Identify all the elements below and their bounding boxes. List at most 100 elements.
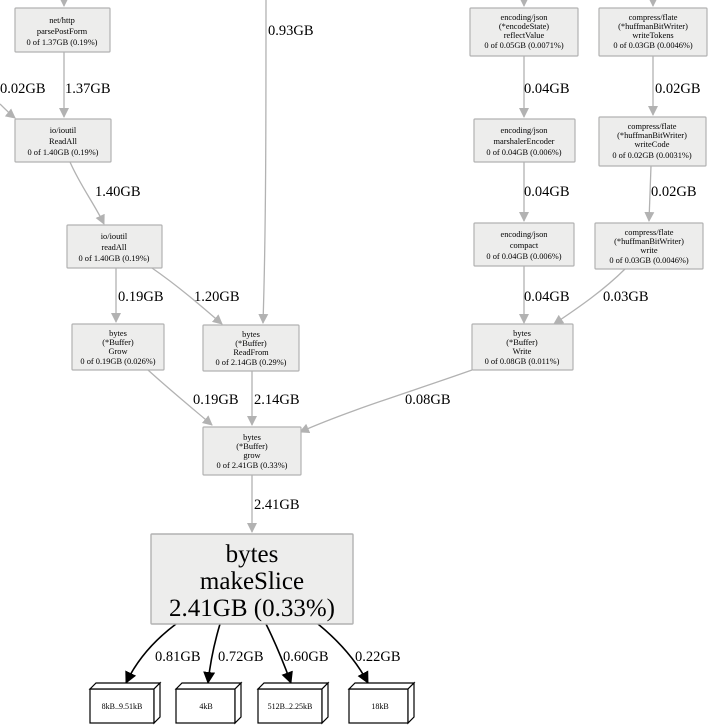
edge-makeslice-to-leaf-4 [317, 623, 369, 684]
node-ioutil-readall-upper-line-2: ReadAll [49, 137, 78, 146]
edge-label-readall-readfrom: 1.20GB [194, 289, 240, 305]
node-reflectvalue[interactable]: encoding/json (*encodeState) reflectValu… [469, 7, 579, 57]
edges [0, 0, 658, 684]
node-buffer-write[interactable]: bytes (*Buffer) Write 0 of 0.08GB (0.011… [471, 323, 574, 371]
node-writecode[interactable]: compress/flate (*huffmanBitWriter) write… [598, 116, 707, 167]
node-ioutil-readall-lower-line-2: readAll [101, 243, 127, 252]
node-ioutil-readall-upper[interactable]: io/ioutil ReadAll 0 of 1.40GB (0.19%) [14, 118, 112, 163]
edge-label-left-in: 0.02GB [0, 81, 46, 97]
node-json-compact[interactable]: encoding/json compact 0 of 0.04GB (0.006… [473, 222, 575, 267]
edge-label-code-write: 0.02GB [651, 184, 697, 200]
node-buffer-grow-lower-line-3: grow [243, 451, 261, 460]
edge-makeslice-to-leaf-1 [125, 623, 177, 684]
edge-label-make-leaf-1: 0.81GB [155, 649, 201, 665]
edge-writecode-to-flatewrite [644, 165, 655, 222]
node-writecode-line-1: compress/flate [628, 122, 677, 131]
node-flate-write[interactable]: compress/flate (*huffmanBitWriter) write… [594, 222, 704, 270]
edge-label-readfrom-grow: 2.14GB [254, 392, 300, 408]
edge-label-reflect-marshaler: 0.04GB [524, 81, 570, 97]
leaf-1[interactable]: 8kB..9.51kB [88, 681, 162, 725]
edge-flatewrite-to-buffer-write [553, 268, 626, 325]
node-writecode-line-4: 0 of 0.02GB (0.0031%) [612, 151, 692, 160]
edge-readall-to-buffer-readfrom [151, 267, 223, 325]
node-writetokens-line-4: 0 of 0.03GB (0.0046%) [613, 41, 693, 50]
edge-top-to-buffer-readfrom [258, 0, 269, 324]
edge-label-grow-makeslice: 2.41GB [254, 497, 300, 513]
leaf-1-label: 8kB..9.51kB [102, 702, 143, 711]
node-writecode-line-2: (*huffmanBitWriter) [617, 131, 687, 140]
edge-label-tokens-code: 0.02GB [655, 81, 701, 97]
edge-label-grow-grow: 0.19GB [193, 392, 239, 408]
node-makeslice-line-2: makeSlice [200, 568, 304, 595]
node-reflectvalue-line-2: (*encodeState) [499, 22, 549, 31]
node-marshalerencoder[interactable]: encoding/json marshalerEncoder 0 of 0.04… [473, 118, 576, 163]
node-ioutil-readall-upper-line-3: 0 of 1.40GB (0.19%) [28, 148, 99, 157]
node-buffer-readfrom-line-4: 0 of 2.14GB (0.29%) [216, 358, 287, 367]
node-buffer-write-line-1: bytes [513, 329, 531, 338]
node-buffer-grow-upper-line-3: Grow [108, 347, 128, 356]
node-buffer-grow-lower-line-1: bytes [243, 433, 261, 442]
node-flate-write-line-4: 0 of 0.03GB (0.0046%) [609, 256, 689, 265]
node-buffer-grow-upper-line-1: bytes [109, 329, 127, 338]
node-buffer-write-line-3: Write [513, 347, 532, 356]
size-leaves: 8kB..9.51kB 4kB 512B..2.25kB 18kB [88, 681, 416, 725]
edge-makeslice-to-leaf-2 [203, 623, 221, 684]
node-buffer-readfrom-line-1: bytes [242, 330, 260, 339]
node-flate-write-line-2: (*huffmanBitWriter) [614, 237, 684, 246]
node-marshalerencoder-line-3: 0 of 0.04GB (0.006%) [486, 148, 561, 157]
node-parsepostform[interactable]: net/http parsePostForm 0 of 1.37GB (0.19… [14, 7, 111, 53]
node-ioutil-readall-lower[interactable]: io/ioutil readAll 0 of 1.40GB (0.19%) [66, 224, 163, 269]
node-flate-write-line-3: write [640, 246, 657, 255]
node-buffer-grow-upper[interactable]: bytes (*Buffer) Grow 0 of 0.19GB (0.026%… [71, 323, 165, 371]
node-ioutil-readall-upper-line-1: io/ioutil [50, 126, 77, 135]
node-reflectvalue-line-4: 0 of 0.05GB (0.0071%) [484, 41, 564, 50]
node-buffer-grow-lower-line-2: (*Buffer) [236, 442, 268, 451]
node-writetokens[interactable]: compress/flate (*huffmanBitWriter) write… [598, 7, 708, 57]
edge-label-compact-write: 0.04GB [524, 289, 570, 305]
edge-label-readall-grow: 0.19GB [118, 289, 164, 305]
edge-buffer-write-to-grow [299, 369, 473, 433]
leaf-2[interactable]: 4kB [174, 681, 243, 725]
node-writetokens-line-2: (*huffmanBitWriter) [618, 22, 688, 31]
node-reflectvalue-line-3: reflectValue [504, 31, 545, 40]
node-parsepostform-line-2: parsePostForm [37, 27, 88, 36]
node-makeslice-line-3: 2.41GB (0.33%) [169, 595, 335, 622]
edge-label-flatewrite-write: 0.03GB [603, 289, 649, 305]
edge-label-readall-readall: 1.40GB [95, 184, 141, 200]
node-writecode-line-3: writeCode [635, 140, 670, 149]
edge-buffer-grow-to-grow [147, 369, 213, 426]
node-reflectvalue-line-1: encoding/json [501, 13, 549, 22]
node-makeslice[interactable]: bytes makeSlice 2.41GB (0.33%) [150, 533, 354, 625]
node-buffer-readfrom[interactable]: bytes (*Buffer) ReadFrom 0 of 2.14GB (0.… [202, 324, 300, 372]
node-ioutil-readall-lower-line-1: io/ioutil [101, 232, 128, 241]
edge-labels: 0.02GB 1.37GB 0.93GB 1.40GB 0.19GB 1.20G… [0, 23, 701, 665]
leaf-3-label: 512B..2.25kB [268, 702, 313, 711]
node-buffer-write-line-4: 0 of 0.08GB (0.011%) [485, 357, 560, 366]
edge-label-make-leaf-2: 0.72GB [218, 649, 264, 665]
edge-label-parse-readall: 1.37GB [65, 81, 111, 97]
edge-label-make-leaf-3: 0.60GB [283, 649, 329, 665]
leaf-3[interactable]: 512B..2.25kB [256, 681, 330, 725]
leaf-4[interactable]: 18kB [347, 681, 416, 725]
node-buffer-readfrom-line-3: ReadFrom [233, 348, 269, 357]
node-buffer-readfrom-line-2: (*Buffer) [235, 339, 267, 348]
leaf-4-label: 18kB [371, 702, 388, 711]
edge-label-make-leaf-4: 0.22GB [355, 649, 401, 665]
node-marshalerencoder-line-2: marshalerEncoder [494, 137, 555, 146]
node-buffer-grow-lower[interactable]: bytes (*Buffer) grow 0 of 2.41GB (0.33%) [202, 426, 302, 476]
node-buffer-grow-upper-line-2: (*Buffer) [102, 338, 134, 347]
leaf-2-label: 4kB [199, 702, 212, 711]
node-makeslice-line-1: bytes [226, 541, 279, 568]
edge-readall-to-readall [69, 161, 105, 225]
edge-label-top-readfrom: 0.93GB [268, 23, 314, 39]
node-json-compact-line-2: compact [510, 241, 539, 250]
node-flate-write-line-1: compress/flate [625, 228, 674, 237]
node-json-compact-line-3: 0 of 0.04GB (0.006%) [486, 252, 561, 261]
node-buffer-write-line-2: (*Buffer) [506, 338, 538, 347]
node-json-compact-line-1: encoding/json [501, 230, 549, 239]
node-marshalerencoder-line-1: encoding/json [501, 126, 549, 135]
node-buffer-grow-upper-line-4: 0 of 0.19GB (0.026%) [80, 357, 155, 366]
node-writetokens-line-1: compress/flate [629, 13, 678, 22]
node-parsepostform-line-1: net/http [49, 16, 75, 25]
